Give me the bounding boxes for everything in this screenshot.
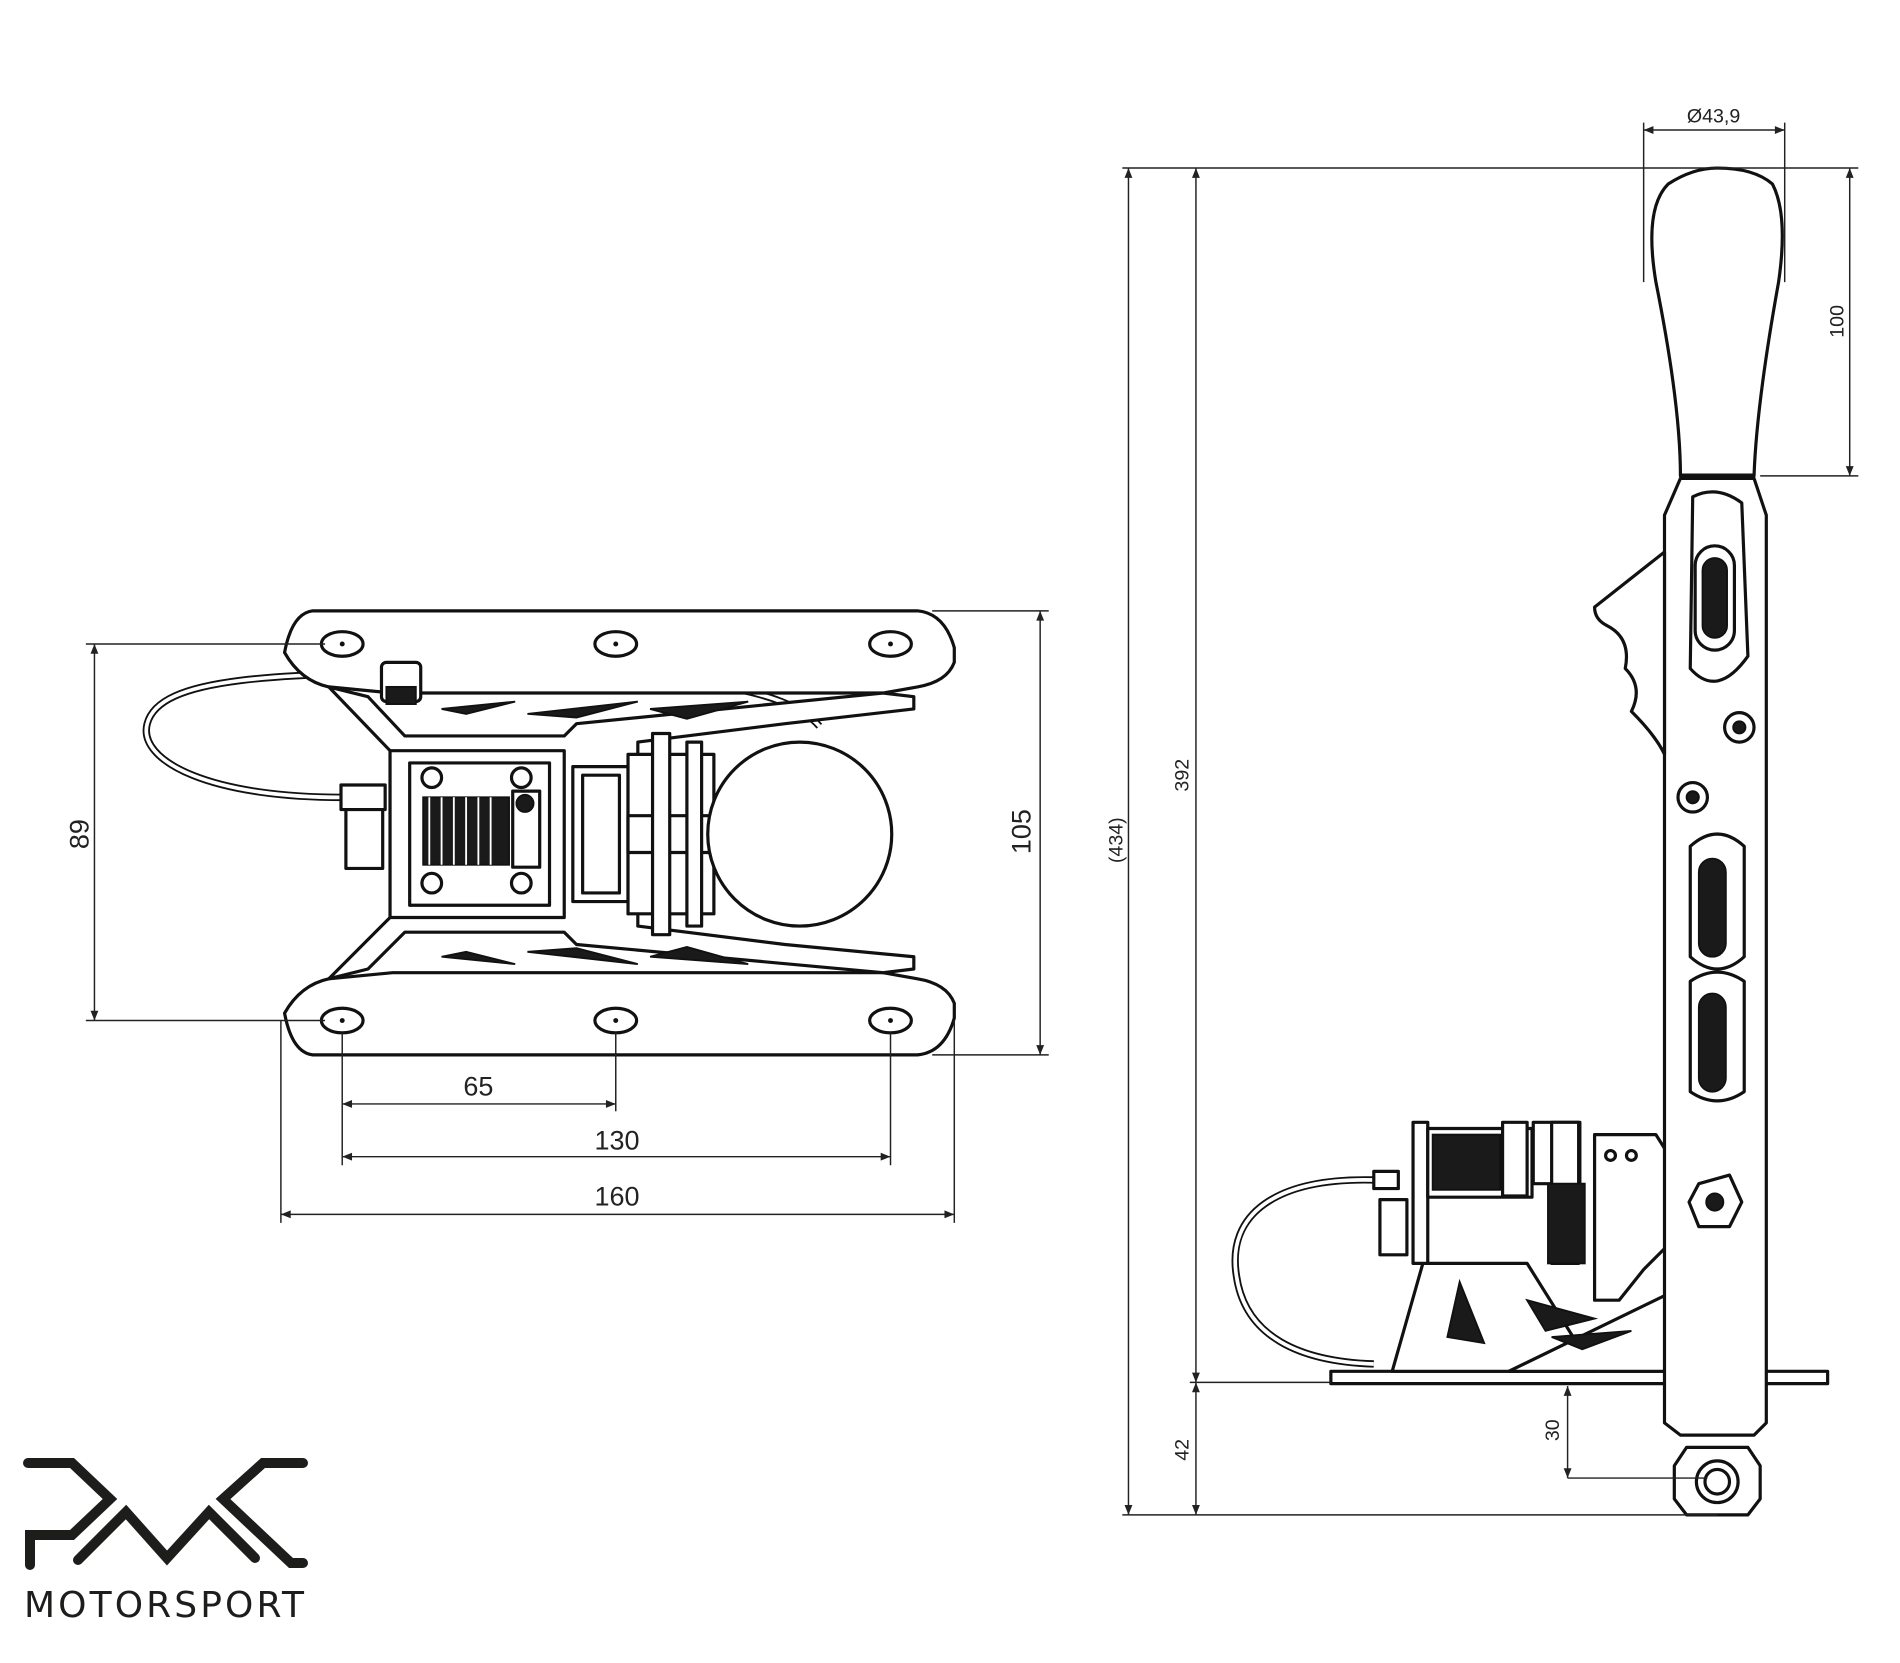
top-view: [142, 609, 956, 1057]
logo-mark: [23, 1458, 308, 1570]
dim-392: 392: [1172, 759, 1194, 792]
dim-434: (434): [1105, 817, 1127, 863]
dim-105: 105: [1006, 809, 1036, 854]
dim-knob-diameter: Ø43,9: [1687, 106, 1740, 128]
side-view-dimensions: Ø43,9 100 (434) 392 42 30: [1105, 106, 1859, 1516]
dim-160: 160: [594, 1182, 639, 1212]
dim-100: 100: [1827, 305, 1849, 338]
dim-89: 89: [64, 819, 94, 849]
dim-42: 42: [1172, 1439, 1194, 1461]
release-trigger: [1592, 550, 1667, 756]
knob-side-view: [1650, 166, 1784, 478]
side-view: [1231, 166, 1830, 1517]
dim-130: 130: [594, 1125, 639, 1155]
dim-65: 65: [463, 1071, 493, 1101]
pmc-logo: MOTORSPORT: [23, 1458, 308, 1626]
logo-text: MOTORSPORT: [24, 1585, 306, 1626]
dim-30: 30: [1542, 1419, 1564, 1441]
knob-top-view: [706, 740, 894, 928]
top-view-dimensions: 89 105 65 130 160: [64, 610, 1049, 1223]
mounting-slots: [319, 630, 913, 1035]
